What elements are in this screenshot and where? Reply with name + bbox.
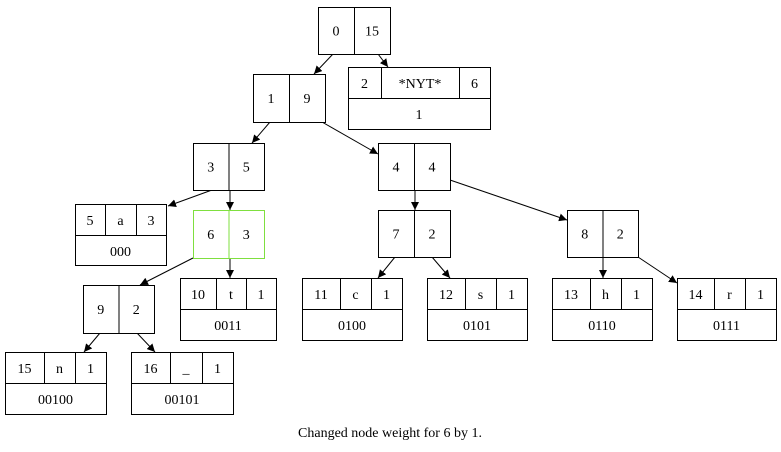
node-symbol: *NYT* xyxy=(399,77,442,92)
node-code: 00101 xyxy=(165,393,200,408)
node-symbol: a xyxy=(117,214,124,229)
internal-node-0: 0 15 xyxy=(318,7,391,55)
node-number: 2 xyxy=(361,77,368,92)
node-number: 15 xyxy=(18,362,32,377)
node-symbol: _ xyxy=(182,362,191,377)
node-weight: 2 xyxy=(133,303,140,318)
node-weight: 15 xyxy=(365,25,379,40)
node-number: 4 xyxy=(393,161,400,176)
node-number: 0 xyxy=(333,25,340,40)
node-weight: 2 xyxy=(429,228,436,243)
node-code: 00100 xyxy=(38,393,73,408)
edge-n1-n4 xyxy=(321,121,379,155)
node-symbol: r xyxy=(727,288,732,303)
leaf-node-10: 10 t 1 0011 xyxy=(180,278,277,341)
edge-n1-n3 xyxy=(251,121,271,144)
node-code: 0011 xyxy=(214,319,241,334)
node-number: 1 xyxy=(268,92,275,107)
edge-n0-n2 xyxy=(377,53,389,68)
edge-n6-n9 xyxy=(139,257,194,286)
node-code: 000 xyxy=(110,245,131,260)
leaf-node-2: 2 *NYT* 6 1 xyxy=(348,67,491,130)
edge-n9-n16 xyxy=(136,332,156,353)
node-number: 13 xyxy=(564,288,578,303)
leaf-node-16: 16 _ 1 00101 xyxy=(131,352,234,415)
node-code: 0100 xyxy=(338,319,366,334)
edges xyxy=(83,53,678,353)
node-number: 9 xyxy=(97,303,104,318)
node-weight: 6 xyxy=(471,77,478,92)
node-number: 12 xyxy=(439,288,453,303)
node-number: 11 xyxy=(314,288,327,303)
node-weight: 2 xyxy=(617,228,624,243)
node-weight: 1 xyxy=(757,288,764,303)
node-symbol: t xyxy=(229,288,233,303)
node-weight: 1 xyxy=(508,288,515,303)
node-code: 0111 xyxy=(713,319,740,334)
node-weight: 9 xyxy=(304,92,311,107)
node-symbol: h xyxy=(602,288,609,303)
node-number: 10 xyxy=(191,288,205,303)
node-weight: 1 xyxy=(633,288,640,303)
node-number: 5 xyxy=(87,214,94,229)
leaf-node-11: 11 c 1 0100 xyxy=(302,278,403,341)
node-weight: 1 xyxy=(87,362,94,377)
leaf-node-13: 13 h 1 0110 xyxy=(552,278,653,341)
node-weight: 4 xyxy=(429,161,436,176)
node-code: 0110 xyxy=(588,319,615,334)
leaf-node-12: 12 s 1 0101 xyxy=(427,278,528,341)
caption: Changed node weight for 6 by 1. xyxy=(298,426,482,441)
edge-n3-n5 xyxy=(167,189,213,208)
node-code: 0101 xyxy=(463,319,491,334)
edge-n4-n8 xyxy=(449,179,568,222)
node-weight: 1 xyxy=(383,288,390,303)
node-number: 3 xyxy=(207,161,214,176)
edge-n9-n15 xyxy=(83,332,101,353)
node-number: 8 xyxy=(581,228,588,243)
node-weight: 5 xyxy=(243,161,250,176)
edge-n7-n12 xyxy=(431,256,451,279)
node-symbol: s xyxy=(478,288,483,303)
leaf-node-14: 14 r 1 0111 xyxy=(677,278,777,341)
node-weight: 3 xyxy=(243,228,250,243)
node-number: 16 xyxy=(144,362,158,377)
leaf-node-5: 5 a 3 000 xyxy=(75,204,167,266)
edge-n7-n11 xyxy=(377,256,396,279)
leaf-node-15: 15 n 1 00100 xyxy=(5,352,107,415)
node-weight: 1 xyxy=(214,362,221,377)
node-symbol: n xyxy=(56,362,63,377)
node-number: 14 xyxy=(689,288,703,303)
node-number: 7 xyxy=(393,228,400,243)
node-weight: 3 xyxy=(148,214,155,229)
node-number: 6 xyxy=(207,228,214,243)
node-weight: 1 xyxy=(258,288,265,303)
node-symbol: c xyxy=(352,288,358,303)
edge-n8-n14 xyxy=(637,256,678,284)
edge-n0-n1 xyxy=(313,53,334,75)
node-code: 1 xyxy=(416,108,423,123)
